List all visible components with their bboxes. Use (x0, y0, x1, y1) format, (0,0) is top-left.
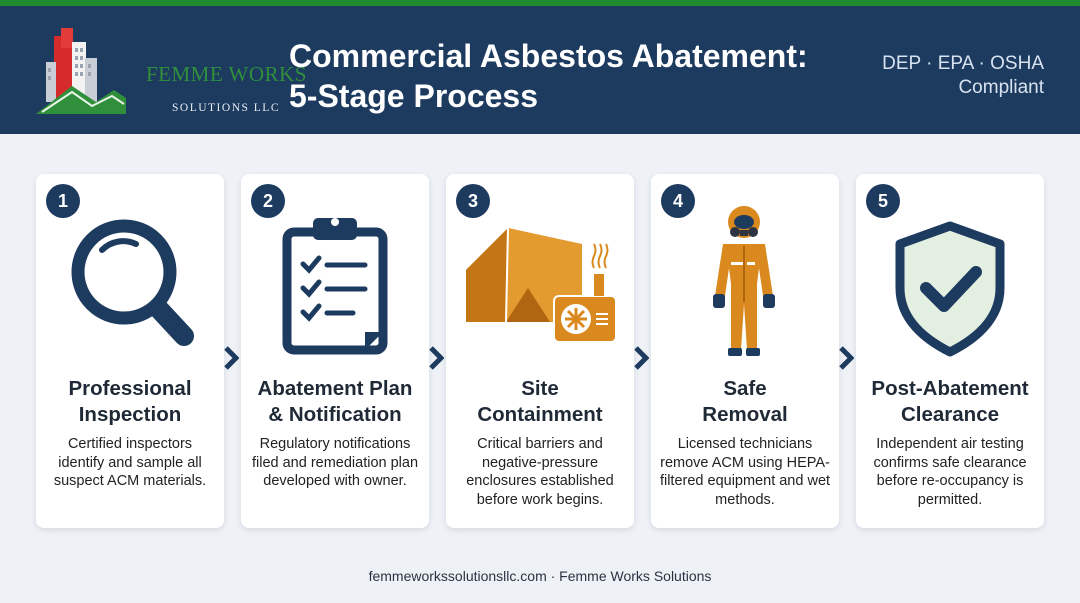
building-logo-icon (36, 28, 126, 114)
stage-number-badge: 5 (866, 184, 900, 218)
stage-title: Post-Abatement Clearance (871, 377, 1029, 426)
stage-description: Certified inspectors identify and sample… (53, 436, 207, 489)
stage-card-4: 4 Safe Removal Licensed technicians remo… (651, 174, 839, 528)
top-accent-bar (0, 0, 1080, 6)
stage-title: Professional Inspection (68, 377, 192, 426)
stage-card-5: 5 Post-Abatement Clearance Independent a… (856, 174, 1044, 528)
company-logo: FEMME WORKS SOLUTIONS LLC (36, 28, 306, 116)
stage-number-badge: 3 (456, 184, 490, 218)
stage-card-1: 1 Professional Inspection Certified insp… (36, 174, 224, 528)
logo-wordmark: FEMME WORKS (146, 62, 307, 86)
hazmat-suit-icon (713, 206, 775, 356)
stage-title: Site Containment (477, 377, 603, 426)
stage-card-3: 3 Site Containment Critical barriers and… (446, 174, 634, 528)
footer-text: femmeworkssolutionsllc.com · Femme Works… (368, 568, 712, 584)
shield-check-icon (895, 221, 1005, 357)
stage-number-badge: 1 (46, 184, 80, 218)
stage-title: Abatement Plan & Notification (257, 377, 413, 426)
page-title: Commercial Asbestos Abatement: 5-Stage P… (289, 38, 808, 114)
compliance-note: DEP · EPA · OSHA Compliant (882, 53, 1044, 98)
stage-description: Licensed technicians remove ACM using HE… (659, 436, 831, 508)
chevron-right-icon (224, 346, 239, 370)
clipboard-checklist-icon (282, 218, 388, 355)
containment-tent-icon (466, 227, 617, 343)
chevron-right-icon (429, 346, 444, 370)
stage-description: Independent air testing confirms safe cl… (873, 436, 1027, 508)
stage-description: Critical barriers and negative-pressure … (466, 436, 614, 508)
stage-number-badge: 2 (251, 184, 285, 218)
logo-tagline: SOLUTIONS LLC (172, 102, 280, 114)
stage-number-badge: 4 (661, 184, 695, 218)
stage-title: Safe Removal (702, 377, 788, 426)
chevron-right-icon (839, 346, 854, 370)
chevron-right-icon (634, 346, 649, 370)
stage-card-2: 2 Abatement Plan & Notification Regulato… (241, 174, 429, 528)
magnifying-glass-icon (71, 219, 194, 346)
stage-description: Regulatory notifications filed and remed… (251, 436, 419, 489)
header-banner: FEMME WORKS SOLUTIONS LLC Commercial Asb… (0, 6, 1080, 134)
